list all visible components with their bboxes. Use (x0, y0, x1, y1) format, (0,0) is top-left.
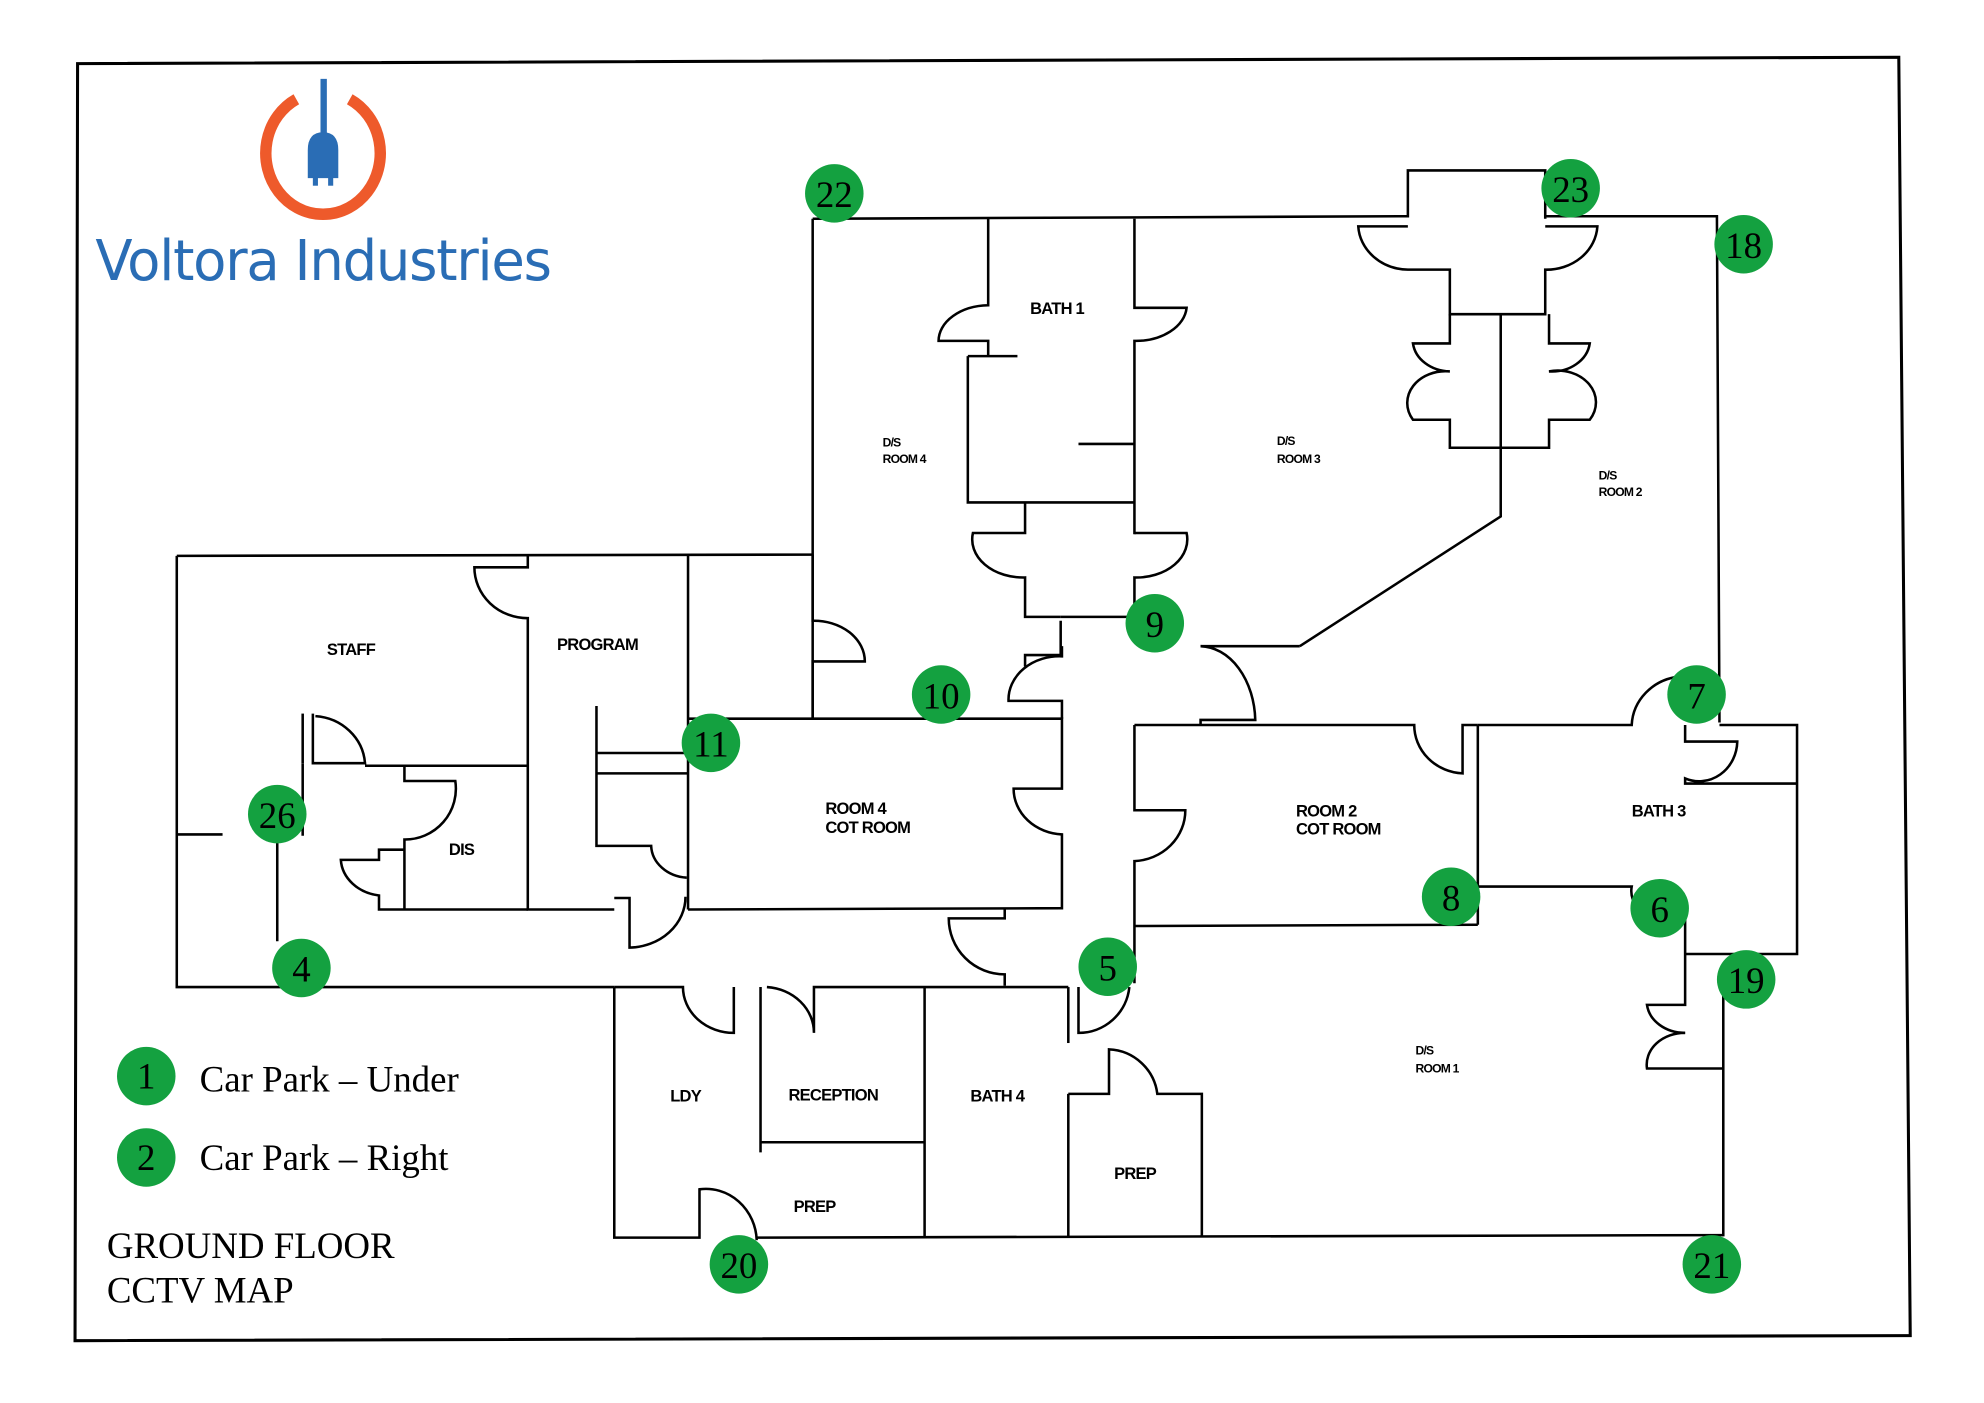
plug-prong-right (328, 175, 334, 186)
room-label-ds-room4-l2: ROOM 4 (883, 452, 927, 466)
camera-marker[interactable]: 10 (911, 665, 971, 724)
brand-logo: Voltora Industries (95, 78, 552, 294)
room-labels: BATH 1 D/S ROOM 4 D/S ROOM 3 D/S ROOM 2 … (327, 299, 1687, 1216)
power-plug-icon (260, 78, 386, 220)
camera-circle (709, 1235, 769, 1294)
camera-number: 22 (816, 174, 853, 215)
camera-number: 18 (1725, 225, 1762, 266)
camera-number: 8 (1442, 878, 1460, 919)
camera-circle (1716, 950, 1776, 1009)
camera-number: 7 (1687, 675, 1705, 716)
room-label-prep-left: PREP (794, 1197, 837, 1216)
camera-marker[interactable]: 9 (1125, 594, 1185, 653)
room-label-prep-right: PREP (1114, 1164, 1157, 1183)
camera-number: 6 (1650, 889, 1668, 930)
camera-marker[interactable]: 21 (1682, 1235, 1742, 1294)
camera-circle (1667, 665, 1726, 724)
room-label-room4-cot-l2: COT ROOM (825, 818, 910, 837)
camera-marker[interactable]: 20 (709, 1235, 769, 1294)
camera-circle (1421, 867, 1481, 927)
room-label-ds-room3-l1: D/S (1277, 434, 1296, 448)
room-label-room4-cot-l1: ROOM 4 (825, 799, 887, 818)
camera-marker[interactable]: 8 (1421, 867, 1481, 927)
camera-marker[interactable]: 7 (1667, 665, 1726, 724)
camera-circle (1125, 594, 1185, 653)
room-label-ds-room1-l2: ROOM 1 (1416, 1061, 1460, 1075)
cameras: 22 23 18 9 10 11 26 4 5 7 8 6 19 20 21 (248, 158, 1776, 1294)
camera-marker[interactable]: 26 (248, 784, 307, 844)
plug-body (307, 132, 339, 179)
legend: 1 Car Park – Under 2 Car Park – Right (117, 1046, 459, 1187)
camera-marker[interactable]: 18 (1714, 214, 1773, 274)
power-ring (260, 94, 386, 220)
camera-marker[interactable]: 11 (681, 713, 741, 773)
camera-marker[interactable]: 22 (805, 164, 864, 223)
camera-circle (1682, 1235, 1742, 1294)
room-label-bath3: BATH 3 (1632, 802, 1686, 821)
plug-cord (320, 78, 327, 137)
camera-number: 9 (1146, 604, 1164, 645)
camera-marker[interactable]: 19 (1716, 950, 1776, 1009)
camera-number: 4 (292, 949, 310, 990)
legend-camera-circle (117, 1128, 176, 1187)
legend-item[interactable]: 2 Car Park – Right (117, 1128, 449, 1187)
legend-camera-number: 2 (137, 1137, 155, 1178)
room-label-ds-room2-l2: ROOM 2 (1599, 485, 1643, 499)
page-frame (73, 55, 1912, 1343)
camera-circle (805, 164, 864, 223)
camera-circle (911, 665, 971, 724)
camera-number: 11 (693, 724, 729, 765)
map-title-line2: CCTV MAP (107, 1270, 294, 1311)
camera-number: 23 (1552, 169, 1589, 210)
legend-label: Car Park – Under (200, 1058, 459, 1099)
legend-camera-number: 1 (137, 1056, 155, 1097)
room-label-staff: STAFF (327, 640, 376, 659)
legend-label: Car Park – Right (200, 1137, 450, 1178)
room-label-ds-room1-l1: D/S (1416, 1043, 1435, 1057)
walls (175, 169, 1799, 1241)
camera-circle (272, 938, 331, 998)
camera-number: 10 (923, 675, 960, 716)
room-label-dis: DIS (449, 840, 475, 859)
camera-number: 19 (1728, 960, 1765, 1001)
camera-marker[interactable]: 4 (272, 938, 331, 998)
map-title-line1: GROUND FLOOR (107, 1225, 395, 1266)
camera-circle (1078, 937, 1137, 996)
room-label-ds-room4-l1: D/S (883, 435, 902, 449)
room-label-bath4: BATH 4 (970, 1087, 1025, 1106)
room-label-reception: RECEPTION (789, 1085, 878, 1104)
room-label-ds-room2-l1: D/S (1599, 469, 1618, 483)
camera-circle (1541, 158, 1600, 218)
room-label-bath1: BATH 1 (1030, 299, 1084, 318)
brand-name: Voltora Industries (95, 229, 550, 294)
legend-camera-circle (117, 1046, 176, 1106)
camera-circle (1630, 878, 1689, 938)
camera-circle (1714, 214, 1773, 274)
camera-circle (681, 713, 741, 773)
camera-number: 21 (1693, 1245, 1730, 1286)
room-label-ldy: LDY (670, 1087, 701, 1106)
camera-marker[interactable]: 6 (1630, 878, 1689, 938)
room-label-program: PROGRAM (557, 635, 638, 654)
map-title: GROUND FLOOR CCTV MAP (107, 1225, 395, 1311)
camera-number: 5 (1099, 947, 1117, 988)
camera-circle (248, 784, 307, 844)
room-label-ds-room3-l2: ROOM 3 (1277, 452, 1321, 466)
camera-number: 26 (259, 795, 296, 836)
camera-number: 20 (720, 1245, 757, 1286)
room-label-room2-cot-l1: ROOM 2 (1296, 802, 1357, 821)
camera-marker[interactable]: 23 (1541, 158, 1600, 218)
plug-prong-left (312, 175, 318, 186)
legend-item[interactable]: 1 Car Park – Under (117, 1046, 459, 1106)
camera-marker[interactable]: 5 (1078, 937, 1137, 996)
room-label-room2-cot-l2: COT ROOM (1296, 819, 1381, 838)
